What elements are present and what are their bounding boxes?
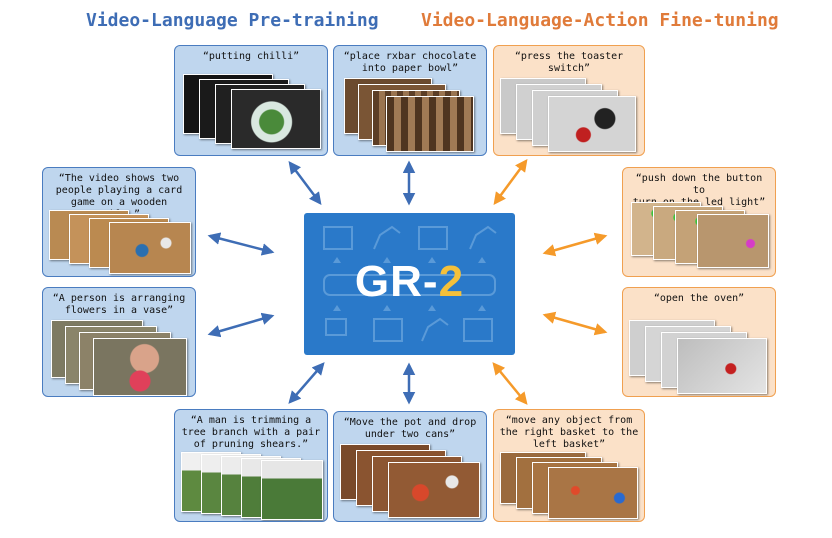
caption-pruning: “A man is trimming a tree branch with a …: [181, 415, 321, 450]
finetuning-card-basket: “move any object from the right basket t…: [493, 409, 645, 522]
arrow-chilli: [288, 161, 322, 205]
pretraining-card-chilli: “putting chilli”: [174, 45, 328, 156]
caption-oven: “open the oven”: [653, 293, 745, 304]
finetuning-card-oven: “open the oven”: [622, 287, 776, 397]
pretraining-card-flowers: “A person is arranging flowers in a vase…: [42, 287, 196, 397]
finetuning-card-led: “push down the button to turn on the led…: [622, 167, 776, 277]
arrow-card-game: [207, 232, 275, 256]
caption-flowers: “A person is arranging flowers in a vase…: [52, 293, 186, 316]
caption-pot: “Move the pot and drop under two cans”: [343, 417, 477, 440]
pretraining-card-rxbar: “place rxbar chocolate into paper bowl”: [333, 45, 487, 156]
model-background-icons: [323, 225, 497, 342]
gr2-logo-number: 2: [438, 257, 465, 306]
pretraining-card-pruning: “A man is trimming a tree branch with a …: [174, 409, 328, 522]
caption-card-game: “The video shows two people playing a ca…: [55, 173, 183, 220]
gr2-model-box: GR-2: [304, 213, 515, 355]
arrow-oven: [542, 311, 608, 336]
caption-toaster: “press the toaster switch”: [514, 51, 624, 74]
finetuning-card-toaster: “press the toaster switch”: [493, 45, 645, 156]
pretraining-card-pot: “Move the pot and drop under two cans”: [333, 411, 487, 522]
arrow-led: [542, 232, 608, 257]
arrow-toaster: [493, 158, 528, 206]
gr2-logo-prefix: GR-: [354, 257, 439, 306]
arrow-pruning: [288, 362, 325, 404]
pretraining-heading: Video-Language Pre-training: [86, 10, 379, 31]
gr2-logo: GR-2: [304, 257, 515, 307]
pretraining-card-card-game: “The video shows two people playing a ca…: [42, 167, 196, 277]
arrow-flowers: [207, 312, 275, 338]
arrow-basket: [492, 362, 528, 405]
caption-rxbar: “place rxbar chocolate into paper bowl”: [343, 51, 477, 74]
finetuning-heading: Video-Language-Action Fine-tuning: [421, 10, 779, 31]
caption-basket: “move any object from the right basket t…: [499, 415, 639, 450]
caption-chilli: “putting chilli”: [202, 51, 300, 62]
